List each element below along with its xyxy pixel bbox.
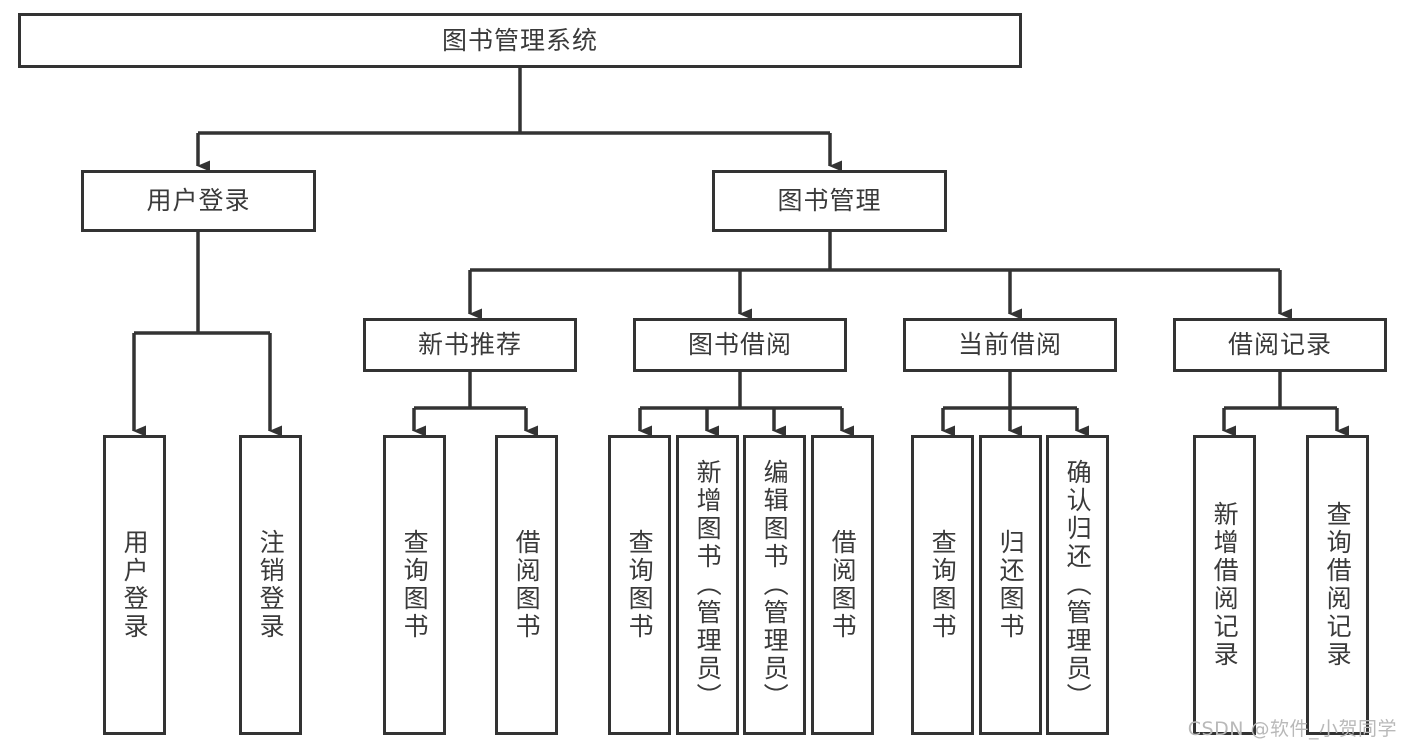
leaf-label: 新增图书（管理员） (693, 459, 723, 711)
leaf-current-confirm-return-admin[interactable]: 确认归还（管理员） (1046, 435, 1109, 735)
node-user-login[interactable]: 用户登录 (81, 170, 316, 232)
leaf-borrow-borrow-book[interactable]: 借阅图书 (811, 435, 874, 735)
leaf-label: 查询图书 (928, 529, 958, 641)
leaf-current-return-book[interactable]: 归还图书 (979, 435, 1042, 735)
leaf-label: 用户登录 (120, 529, 150, 641)
leaf-user-login-logout[interactable]: 注销登录 (239, 435, 302, 735)
leaf-label: 归还图书 (996, 529, 1026, 641)
node-book-borrow[interactable]: 图书借阅 (633, 318, 847, 372)
leaf-records-add-record[interactable]: 新增借阅记录 (1193, 435, 1256, 735)
node-root-system[interactable]: 图书管理系统 (18, 13, 1022, 68)
node-current-borrow[interactable]: 当前借阅 (903, 318, 1117, 372)
node-new-book-recommend[interactable]: 新书推荐 (363, 318, 577, 372)
leaf-label: 查询图书 (400, 529, 430, 641)
csdn-watermark: CSDN @软件_小贺同学 (1187, 718, 1397, 740)
leaf-borrow-add-book-admin[interactable]: 新增图书（管理员） (676, 435, 739, 735)
leaf-label: 借阅图书 (828, 529, 858, 641)
node-borrow-records[interactable]: 借阅记录 (1173, 318, 1387, 372)
leaf-label: 查询借阅记录 (1323, 501, 1353, 669)
leaf-new-book-query[interactable]: 查询图书 (383, 435, 446, 735)
leaf-label: 确认归还（管理员） (1063, 459, 1093, 711)
leaf-user-login-login[interactable]: 用户登录 (103, 435, 166, 735)
leaf-borrow-edit-book-admin[interactable]: 编辑图书（管理员） (743, 435, 806, 735)
leaf-label: 注销登录 (256, 529, 286, 641)
node-book-management[interactable]: 图书管理 (712, 170, 947, 232)
leaf-current-query-book[interactable]: 查询图书 (911, 435, 974, 735)
leaf-label: 借阅图书 (512, 529, 542, 641)
leaf-label: 查询图书 (625, 529, 655, 641)
leaf-new-book-borrow[interactable]: 借阅图书 (495, 435, 558, 735)
leaf-records-query-record[interactable]: 查询借阅记录 (1306, 435, 1369, 735)
leaf-borrow-query-book[interactable]: 查询图书 (608, 435, 671, 735)
leaf-label: 新增借阅记录 (1210, 501, 1240, 669)
leaf-label: 编辑图书（管理员） (760, 459, 790, 711)
